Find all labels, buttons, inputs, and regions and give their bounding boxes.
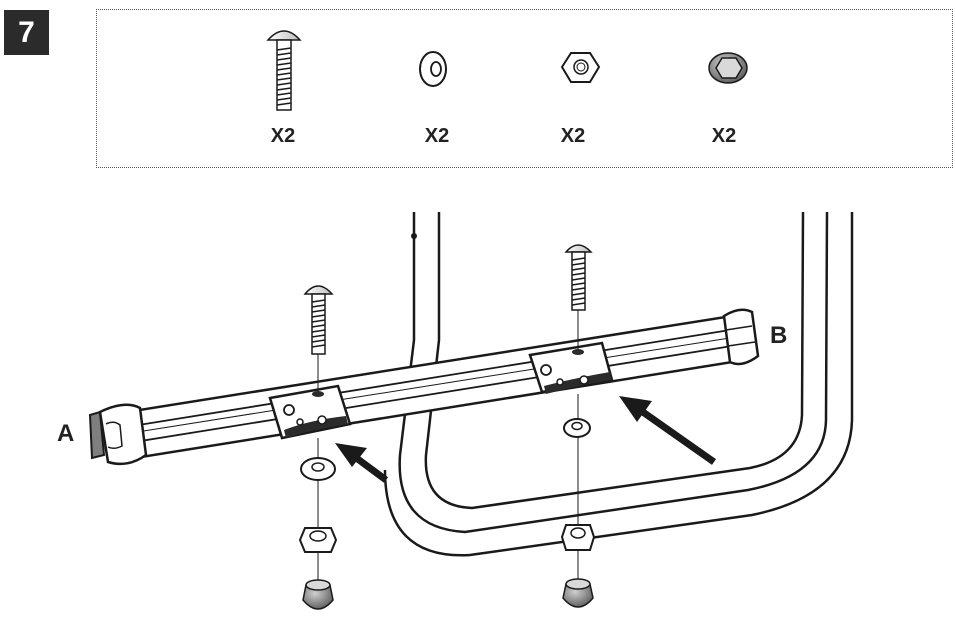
left-bolt [303,285,334,392]
right-washer [563,418,591,438]
arrow-left-icon [335,443,389,483]
cap-nut-icon [708,52,748,84]
left-hex-nut [298,527,338,553]
right-hex-nut [560,524,596,551]
hardware-parts-box [96,9,953,168]
arrow-right-icon [619,396,717,465]
leg-frame-b [383,211,854,557]
part-label-a: A [57,420,75,447]
end-cap-a [88,403,148,466]
washer-quantity: X2 [424,125,450,147]
end-cap-b [722,308,760,366]
bolt-quantity: X2 [270,125,296,147]
washer-icon [419,51,447,87]
step-number-badge: 7 [4,10,49,55]
hex-nut-icon [560,52,601,83]
right-cap-nut [562,578,594,608]
right-bolt [564,244,593,350]
left-cap-nut [302,579,334,610]
left-bracket [268,384,352,440]
carriage-bolt-icon [266,30,302,111]
hex-nut-quantity: X2 [560,125,586,147]
cap-nut-quantity: X2 [711,125,737,147]
part-label-b: B [770,322,788,349]
left-washer [300,457,336,481]
